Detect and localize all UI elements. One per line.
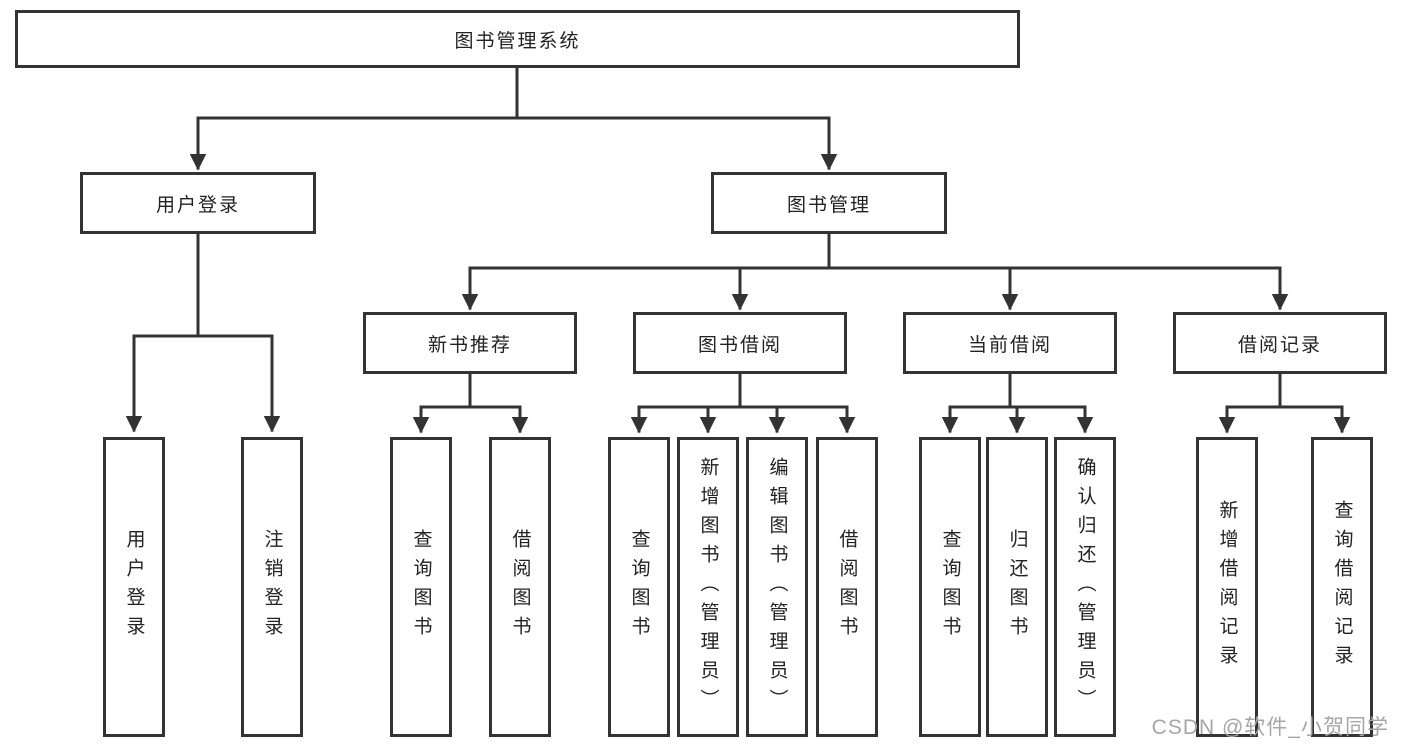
leaf-borrow-books-recommend: 借阅图书 — [489, 437, 551, 737]
leaf-logout-label: 注销登录 — [261, 529, 283, 645]
leaf-add-book-admin: 新增图书（管理员） — [677, 437, 739, 737]
leaf-query-books-borrow: 查询图书 — [608, 437, 670, 737]
leaf-logout: 注销登录 — [241, 437, 303, 737]
connector-book-borrow-trunk — [637, 372, 849, 409]
leaf-return-book-label: 归还图书 — [1006, 529, 1028, 645]
leaf-confirm-return-admin: 确认归还（管理员） — [1054, 437, 1116, 737]
leaf-user-login-label: 用户登录 — [123, 529, 145, 645]
connector-current-borrow-trunk — [948, 372, 1087, 409]
node-book-management: 图书管理 — [711, 172, 947, 234]
leaf-add-borrow-record-label: 新增借阅记录 — [1216, 500, 1238, 674]
leaf-query-books-current: 查询图书 — [919, 437, 981, 737]
leaf-query-books-borrow-label: 查询图书 — [628, 529, 650, 645]
watermark: CSDN @软件_小贺同学 — [1151, 716, 1389, 739]
leaf-query-borrow-record: 查询借阅记录 — [1311, 437, 1373, 737]
leaf-borrow-books-label: 借阅图书 — [836, 529, 858, 645]
node-borrow-records: 借阅记录 — [1173, 312, 1387, 374]
leaf-borrow-books: 借阅图书 — [816, 437, 878, 737]
leaf-borrow-books-recommend-label: 借阅图书 — [509, 529, 531, 645]
node-user-login: 用户登录 — [80, 172, 316, 234]
leaf-edit-book-admin-label: 编辑图书（管理员） — [766, 456, 788, 718]
leaf-query-books-current-label: 查询图书 — [939, 529, 961, 645]
leaf-query-books-recommend-label: 查询图书 — [410, 529, 432, 645]
node-root: 图书管理系统 — [15, 10, 1020, 68]
node-book-borrow: 图书借阅 — [633, 312, 847, 374]
connector-book-management-trunk — [468, 232, 1282, 270]
leaf-edit-book-admin: 编辑图书（管理员） — [746, 437, 808, 737]
node-new-book-recommend: 新书推荐 — [363, 312, 577, 374]
connector-new-book-trunk — [419, 372, 522, 409]
connector-borrow-records-trunk — [1225, 372, 1344, 409]
connector-user-login-trunk — [132, 232, 274, 338]
connector-root-trunk — [196, 66, 831, 120]
leaf-add-book-admin-label: 新增图书（管理员） — [697, 456, 719, 718]
node-current-borrow: 当前借阅 — [903, 312, 1117, 374]
leaf-add-borrow-record: 新增借阅记录 — [1196, 437, 1258, 737]
leaf-query-books-recommend: 查询图书 — [390, 437, 452, 737]
leaf-confirm-return-admin-label: 确认归还（管理员） — [1074, 456, 1096, 718]
leaf-user-login: 用户登录 — [103, 437, 165, 737]
leaf-return-book: 归还图书 — [986, 437, 1048, 737]
leaf-query-borrow-record-label: 查询借阅记录 — [1331, 500, 1353, 674]
